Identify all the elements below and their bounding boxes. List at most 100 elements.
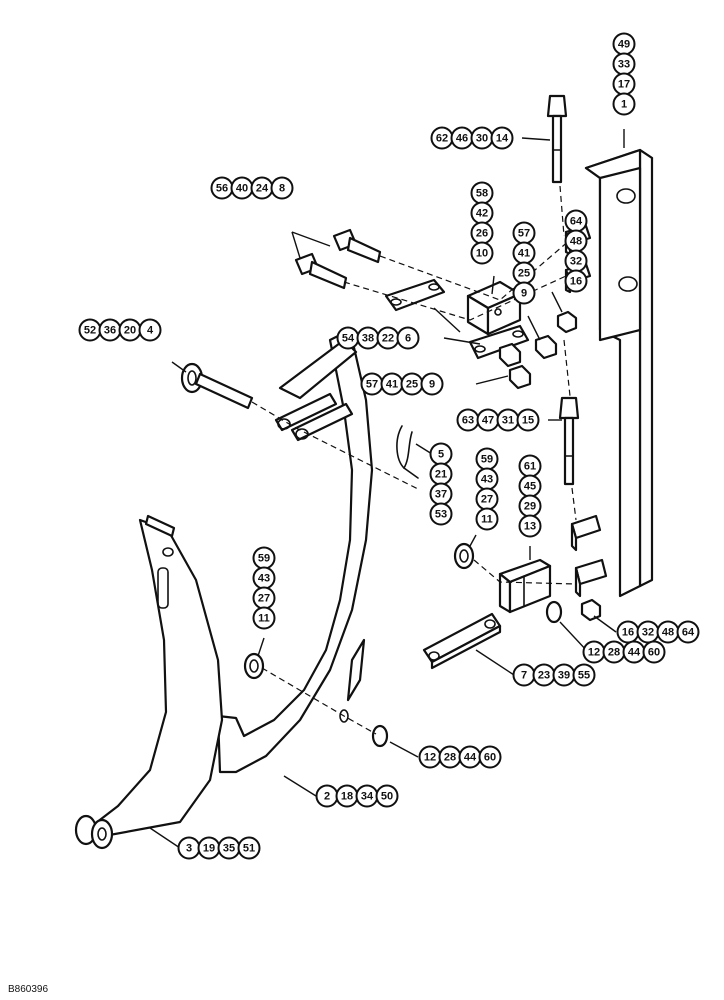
spacer-block — [466, 280, 522, 336]
callout-number: 41 — [518, 248, 530, 260]
callout-number: 22 — [382, 333, 394, 345]
callout-number: 1 — [621, 99, 627, 111]
callout-number: 12 — [588, 647, 600, 659]
callout-number: 45 — [524, 481, 536, 493]
pivot-pin — [180, 362, 254, 410]
callout-number: 31 — [502, 415, 514, 427]
callout-number: 19 — [203, 843, 215, 855]
callout-bubble: 1 — [612, 92, 636, 116]
callout-bubble: 47 — [476, 408, 500, 432]
callout-bubble: 51 — [237, 836, 261, 860]
callout-bubble: 40 — [230, 176, 254, 200]
callout-number: 44 — [464, 752, 477, 764]
callout-bubble: 6 — [396, 326, 420, 350]
callout-bubble: 43 — [475, 467, 499, 491]
callout-number: 60 — [484, 752, 496, 764]
callout-bubble: 25 — [512, 261, 536, 285]
callout-number: 52 — [84, 325, 96, 337]
callout-number: 12 — [424, 752, 436, 764]
lower-mount-bolt — [558, 396, 580, 486]
callout-number: 41 — [386, 379, 398, 391]
callout-bubble: 24 — [250, 176, 274, 200]
callout-number: 23 — [538, 670, 550, 682]
clevis — [498, 558, 552, 614]
callout-number: 49 — [618, 39, 630, 51]
callout-number: 55 — [578, 670, 590, 682]
callout-group-c17: 7 23 39 55 — [512, 663, 596, 687]
callout-bubble: 20 — [118, 318, 142, 342]
callout-bubble: 35 — [217, 836, 241, 860]
foot-bracket — [74, 514, 224, 850]
callout-number: 43 — [481, 474, 493, 486]
callout-bubble: 44 — [458, 745, 482, 769]
callout-bubble: 54 — [336, 326, 360, 350]
callout-bubble: 18 — [335, 784, 359, 808]
callout-bubble: 37 — [429, 482, 453, 506]
callout-number: 60 — [648, 647, 660, 659]
callout-bubble: 25 — [400, 372, 424, 396]
callout-bubble: 16 — [564, 269, 588, 293]
callout-bubble: 62 — [430, 126, 454, 150]
callout-number: 27 — [481, 494, 493, 506]
callout-bubble: 59 — [252, 546, 276, 570]
callout-number: 43 — [258, 573, 270, 585]
callout-bubble: 45 — [518, 474, 542, 498]
callout-bubble: 4 — [138, 318, 162, 342]
callout-bubble: 60 — [642, 640, 666, 664]
callout-bubble: 27 — [252, 586, 276, 610]
callout-bubble: 48 — [564, 229, 588, 253]
callout-number: 7 — [521, 670, 527, 682]
callout-bubble: 28 — [438, 745, 462, 769]
callout-number: 10 — [476, 248, 488, 260]
callout-number: 39 — [558, 670, 570, 682]
callout-bubble: 29 — [518, 494, 542, 518]
callout-bubble: 12 — [418, 745, 442, 769]
callout-bubble: 23 — [532, 663, 556, 687]
callout-number: 61 — [524, 461, 536, 473]
callout-bubble: 27 — [475, 487, 499, 511]
callout-number: 28 — [608, 647, 620, 659]
callout-bubble: 55 — [572, 663, 596, 687]
callout-bubble: 17 — [612, 72, 636, 96]
callout-bubble: 33 — [612, 52, 636, 76]
callout-bubble: 3 — [177, 836, 201, 860]
callout-group-c13: 61 45 29 13 — [518, 454, 542, 538]
callout-number: 50 — [381, 791, 393, 803]
callout-bubble: 63 — [456, 408, 480, 432]
callout-number: 4 — [147, 325, 154, 337]
callout-bubble: 32 — [564, 249, 588, 273]
callout-number: 14 — [496, 133, 509, 145]
callout-number: 11 — [481, 514, 493, 526]
figure-code: B860396 — [8, 984, 48, 995]
callout-number: 62 — [436, 133, 448, 145]
callout-number: 57 — [366, 379, 378, 391]
callout-number: 56 — [216, 183, 228, 195]
callout-bubble: 10 — [470, 241, 494, 265]
callout-number: 13 — [524, 521, 536, 533]
callout-number: 42 — [476, 208, 488, 220]
callout-number: 17 — [618, 79, 630, 91]
callout-bubble: 30 — [470, 126, 494, 150]
callout-number: 64 — [570, 216, 583, 228]
callout-bubble: 14 — [490, 126, 514, 150]
callout-bubble: 36 — [98, 318, 122, 342]
callout-number: 26 — [476, 228, 488, 240]
callout-number: 48 — [662, 627, 674, 639]
callout-bubble: 60 — [478, 745, 502, 769]
callout-number: 25 — [518, 268, 530, 280]
callout-number: 29 — [524, 501, 536, 513]
callout-bubble: 61 — [518, 454, 542, 478]
callout-bubble: 7 — [512, 663, 536, 687]
callout-bubble: 28 — [602, 640, 626, 664]
callout-number: 59 — [258, 553, 270, 565]
callout-bubble: 22 — [376, 326, 400, 350]
standard-nuts — [556, 310, 602, 622]
